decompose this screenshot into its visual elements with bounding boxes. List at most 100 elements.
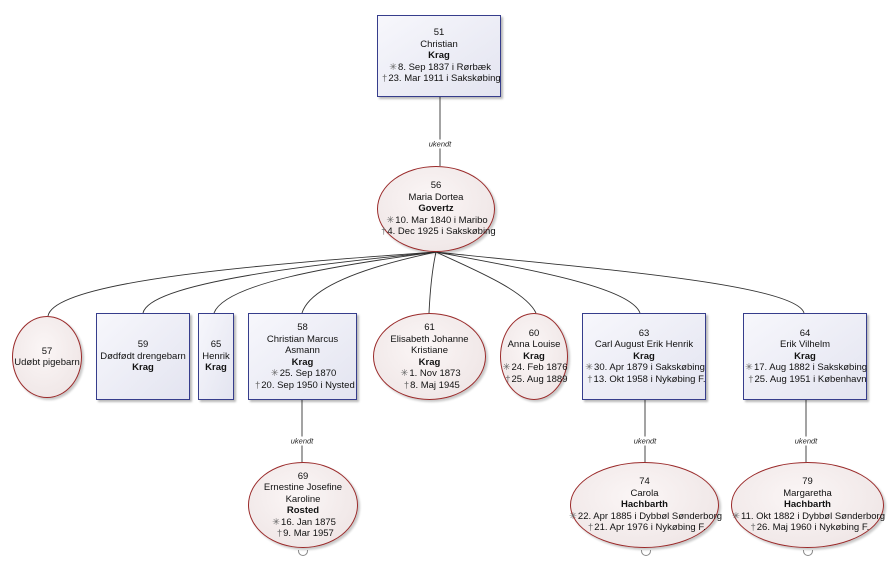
person-given-name: Ernestine Josefine Karoline	[263, 482, 343, 505]
person-id: 59	[137, 339, 149, 351]
person-card-60[interactable]: 60 Anna Louise Krag ✳24. Feb 1876 †25. A…	[500, 313, 568, 400]
person-id: 63	[638, 327, 650, 339]
relation-label-64-79: ukendt	[792, 436, 820, 446]
person-id: 58	[297, 322, 308, 333]
person-surname: Hachbarth	[621, 499, 668, 511]
connector-56-63	[435, 251, 641, 314]
person-id: 74	[639, 476, 650, 488]
death-date: 4. Dec 1925 i Sakskøbing	[387, 226, 496, 238]
person-card-61[interactable]: 61 Elisabeth Johanne Kristiane Krag ✳1. …	[373, 313, 486, 400]
birth-date: 24. Feb 1876	[511, 362, 568, 374]
person-id: 51	[433, 27, 445, 39]
birth-icon: ✳	[400, 368, 409, 379]
birth-icon: ✳	[389, 61, 398, 73]
connector-56-57	[47, 251, 437, 317]
person-id: 69	[297, 470, 309, 482]
connector-56-59	[142, 251, 437, 314]
person-id: 57	[41, 345, 53, 357]
birth-date: 11. Okt 1882 i Dybbøl Sønderborg	[741, 510, 885, 522]
birth-date: 1. Nov 1873	[409, 368, 461, 379]
death-icon: †	[505, 373, 511, 385]
person-card-51[interactable]: 51 Christian Krag ✳8. Sep 1837 i Rørbæk …	[377, 15, 501, 97]
death-date: 26. Maj 1960 i Nykøbing F.	[756, 522, 870, 534]
person-surname: Rosted	[286, 505, 320, 516]
person-given-name: Henrik	[202, 350, 230, 362]
expand-descendants-icon[interactable]	[298, 550, 308, 556]
person-card-64[interactable]: 64 Erik Vilhelm Krag ✳17. Aug 1882 i Sak…	[743, 313, 867, 400]
person-given-name: Erik Vilhelm	[780, 339, 830, 351]
person-id: 61	[424, 322, 435, 333]
death-icon: †	[381, 226, 387, 238]
person-surname: Krag	[428, 50, 450, 62]
birth-date: 8. Sep 1837 i Rørbæk	[398, 61, 491, 73]
birth-date: 10. Mar 1840 i Maribo	[395, 214, 488, 226]
connector-56-60	[435, 251, 537, 314]
death-icon: †	[382, 73, 388, 85]
death-icon: †	[403, 379, 410, 391]
person-given-name: Christian Marcus Asmann	[266, 333, 339, 357]
person-surname: Krag	[205, 362, 227, 374]
birth-date: 30. Apr 1879 i Sakskøbing	[594, 362, 705, 374]
death-date: 13. Okt 1958 i Nykøbing F.	[593, 373, 706, 385]
birth-icon: ✳	[732, 510, 741, 522]
person-card-69[interactable]: 69 Ernestine Josefine Karoline Rosted ✳1…	[248, 462, 358, 548]
person-given-name: Dødfødt drengebarn	[100, 350, 186, 362]
person-card-56[interactable]: 56 Maria Dortea Govertz ✳10. Mar 1840 i …	[377, 166, 496, 252]
person-given-name: Christian	[420, 38, 458, 50]
birth-icon: ✳	[568, 510, 577, 522]
death-icon: †	[254, 379, 261, 391]
person-card-57[interactable]: 57 Udøbt pigebarn	[12, 316, 82, 398]
person-id: 65	[210, 339, 222, 351]
birth-date: 22. Apr 1885 i Dybbøl Sønderborg	[577, 510, 723, 522]
person-given-name: Margaretha	[783, 487, 832, 499]
death-icon: †	[587, 373, 593, 385]
birth-date: 17. Aug 1882 i Sakskøbing	[753, 362, 868, 374]
person-given-name: Carola	[630, 487, 659, 499]
birth-icon: ✳	[270, 368, 279, 379]
birth-date: 16. Jan 1875	[281, 516, 336, 528]
death-date: 23. Mar 1911 i Sakskøbing	[388, 73, 501, 85]
birth-icon: ✳	[745, 362, 753, 374]
death-icon: †	[748, 373, 754, 385]
person-surname: Krag	[523, 350, 545, 362]
connector-56-65	[213, 251, 437, 314]
connector-56-64	[435, 251, 805, 314]
death-date: 25. Aug 1889	[511, 373, 568, 385]
person-surname: Krag	[418, 356, 441, 368]
person-id: 79	[802, 476, 813, 488]
person-card-65[interactable]: 65 Henrik Krag	[198, 313, 234, 400]
relation-label-63-74: ukendt	[631, 436, 659, 446]
birth-icon: ✳	[386, 214, 395, 226]
person-card-63[interactable]: 63 Carl August Erik Henrik Krag ✳30. Apr…	[582, 313, 706, 400]
connector-56-58	[301, 251, 437, 314]
person-given-name: Anna Louise	[507, 339, 561, 351]
person-given-name: Elisabeth Johanne Kristiane	[390, 333, 469, 357]
person-given-name: Udøbt pigebarn	[14, 357, 80, 368]
person-surname: Hachbarth	[784, 499, 831, 511]
person-card-79[interactable]: 79 Margaretha Hachbarth ✳11. Okt 1882 i …	[731, 462, 885, 548]
birth-date: 25. Sep 1870	[279, 368, 337, 379]
relation-label-58-69: ukendt	[288, 436, 316, 446]
death-date: 9. Mar 1957	[283, 528, 334, 539]
death-date: 21. Apr 1976 i Nykøbing F.	[594, 522, 706, 534]
birth-icon: ✳	[272, 516, 281, 528]
birth-icon: ✳	[585, 362, 594, 374]
person-surname: Krag	[291, 356, 314, 368]
death-date: 20. Sep 1950 i Nysted	[261, 379, 355, 391]
expand-descendants-icon[interactable]	[641, 550, 651, 556]
expand-descendants-icon[interactable]	[803, 550, 813, 556]
person-card-58[interactable]: 58 Christian Marcus Asmann Krag ✳25. Sep…	[248, 313, 357, 400]
person-id: 60	[528, 327, 540, 339]
death-icon: †	[750, 522, 756, 534]
death-date: 25. Aug 1951 i København	[754, 373, 867, 385]
birth-icon: ✳	[502, 362, 511, 374]
person-card-74[interactable]: 74 Carola Hachbarth ✳22. Apr 1885 i Dybb…	[568, 462, 723, 548]
person-surname: Krag	[794, 350, 816, 362]
person-surname: Krag	[132, 362, 154, 374]
person-given-name: Carl August Erik Henrik	[594, 339, 694, 351]
connector-56-61	[428, 251, 437, 314]
person-card-59[interactable]: 59 Dødfødt drengebarn Krag	[96, 313, 190, 400]
death-icon: †	[587, 522, 594, 534]
relation-label-51-56: ukendt	[426, 139, 454, 149]
